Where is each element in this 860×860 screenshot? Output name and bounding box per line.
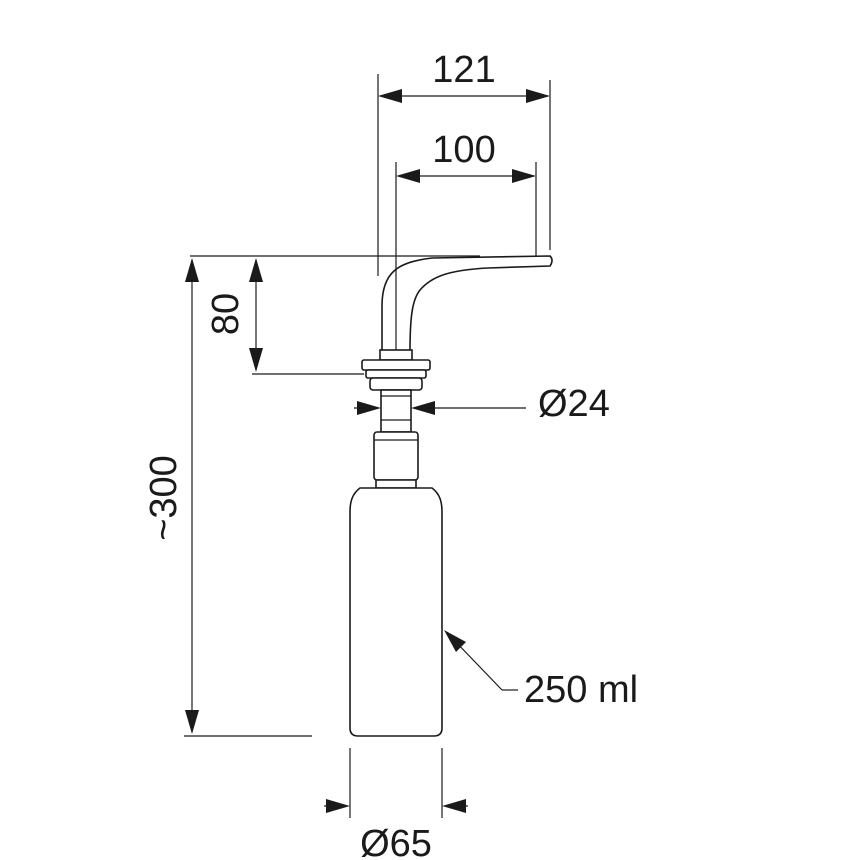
spout-height-label: 80 (205, 293, 247, 335)
bottle-cap (375, 479, 417, 489)
bottle-volume-label: 250 ml (524, 669, 638, 711)
mounting-flange-mid (365, 369, 427, 379)
spout-reach-inner-label: 100 (432, 129, 495, 171)
mounting-flange-lower (369, 377, 423, 391)
dimension-bottle-diameter: Ø65 (324, 748, 468, 860)
dimension-stem-diameter: Ø24 (354, 383, 610, 425)
total-height-label: ~300 (143, 455, 185, 541)
bottle-neck-connector (373, 431, 419, 481)
dimension-spout-height: 80 (190, 255, 480, 375)
dimension-spout-reach-total: 121 (377, 49, 551, 276)
dispenser-outline (349, 255, 553, 737)
spout-collar (379, 349, 413, 361)
callout-bottle-volume: 250 ml (444, 630, 638, 711)
spout-reach-total-label: 121 (432, 49, 495, 91)
bottle-body (349, 487, 443, 737)
spout (381, 255, 553, 353)
dimension-total-height: ~300 (143, 258, 312, 737)
dimension-spout-reach-inner: 100 (395, 129, 537, 350)
mounting-flange-upper (361, 359, 431, 371)
stem-diameter-label: Ø24 (538, 383, 610, 425)
bottle-diameter-label: Ø65 (360, 823, 432, 860)
